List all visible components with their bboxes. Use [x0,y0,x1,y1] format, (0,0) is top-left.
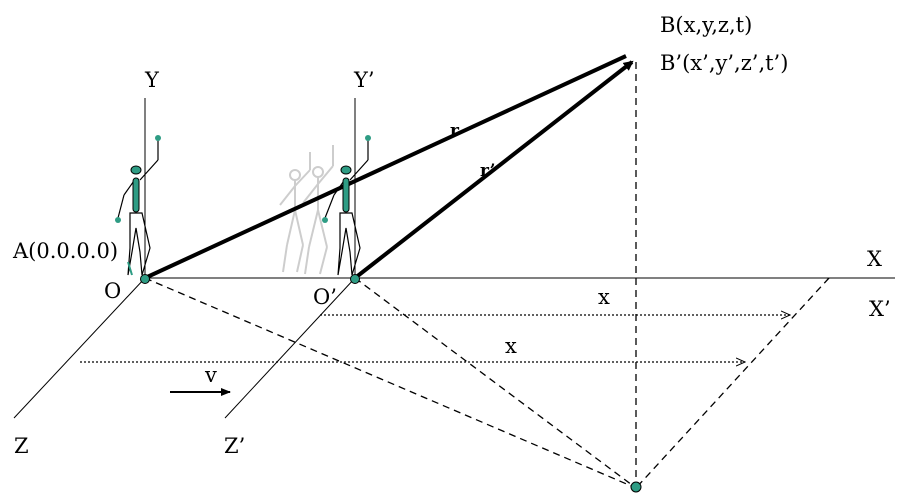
axis-z-label: Z [14,434,29,458]
distance-arrows [80,315,790,362]
axis-y-prime-label: Y’ [353,68,375,92]
position-vectors [144,54,634,280]
ghost-figures [279,145,334,275]
origin-o-label: O [104,279,121,303]
axis-z-prime-label: Z’ [224,434,245,458]
origin-o-prime-point [350,274,360,284]
axis-y-label: Y [144,68,160,92]
distance-x-label: x [505,334,517,358]
observer-figure-o [115,135,161,276]
vector-r [144,54,627,280]
vector-r-prime [353,60,634,280]
dashed-x-end-to-foot [635,277,830,489]
dashed-o-to-foot [144,277,637,489]
vector-r-prime-label: r’ [480,161,496,181]
z-axis-line [13,277,146,419]
velocity-label: v [204,363,217,387]
dashed-o-prime-to-foot [354,277,637,489]
observer-figure-o-prime [322,135,371,276]
distance-x-prime-label: x [598,285,610,309]
frame-s-axes [13,98,895,419]
axis-x-prime-label: X’ [869,297,891,321]
origin-o-prime-label: O’ [313,285,337,309]
frame-s-prime-axes [224,98,356,419]
event-a-label: A(0.0.0.0) [12,239,118,263]
dashed-projection-lines [144,62,830,489]
event-b-label: B(x,y,z,t) [660,13,752,37]
axis-x-label: X [867,247,882,271]
vector-r-label: r [450,121,460,141]
z-prime-axis-line [224,277,356,419]
projection-foot-point [630,481,642,493]
origin-o-point [140,274,150,284]
event-b-prime-label: B’(x’,y’,z’,t’) [660,51,788,75]
